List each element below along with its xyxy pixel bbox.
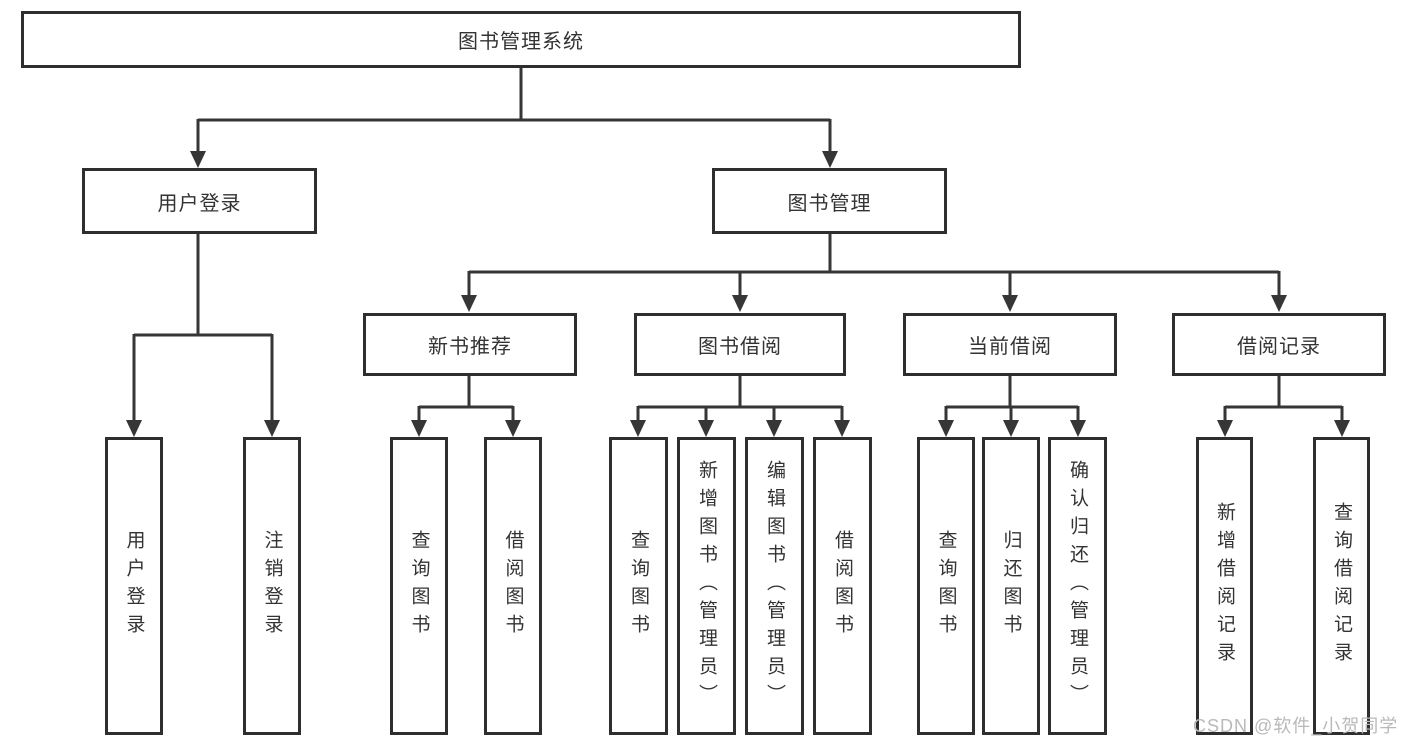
leaf-edit-book-admin: 编辑图书（管理员） <box>745 437 804 735</box>
node-book-borrowing: 图书借阅 <box>634 313 846 376</box>
node-book-borrowing-label: 图书借阅 <box>698 336 782 358</box>
leaf-query-books-recommend: 查询图书 <box>390 437 448 735</box>
leaf-confirm-return-admin: 确认归还（管理员） <box>1048 437 1107 735</box>
node-book-management: 图书管理 <box>712 168 947 234</box>
leaf-label: 确认归还（管理员） <box>1067 460 1088 712</box>
leaf-borrow-books-borrowing: 借阅图书 <box>813 437 872 735</box>
watermark: CSDN @软件_小贺同学 <box>1193 716 1399 736</box>
leaf-return-book: 归还图书 <box>982 437 1040 735</box>
leaf-label: 借阅图书 <box>502 530 524 642</box>
leaf-query-books-current: 查询图书 <box>917 437 975 735</box>
leaf-query-borrow-record: 查询借阅记录 <box>1313 437 1370 735</box>
leaf-user-login: 用户登录 <box>105 437 163 735</box>
leaf-label: 归还图书 <box>1000 530 1022 642</box>
leaf-label: 查询借阅记录 <box>1331 502 1352 670</box>
node-user-login-label: 用户登录 <box>157 192 242 215</box>
leaf-label: 查询图书 <box>628 530 649 642</box>
node-user-login: 用户登录 <box>82 168 317 234</box>
node-current-borrowing-label: 当前借阅 <box>968 336 1052 358</box>
leaf-borrow-books-recommend: 借阅图书 <box>484 437 542 735</box>
leaf-label: 注销登录 <box>261 530 283 642</box>
node-new-book-recommend-label: 新书推荐 <box>428 336 512 358</box>
leaf-logout: 注销登录 <box>243 437 301 735</box>
node-current-borrowing: 当前借阅 <box>903 313 1117 376</box>
node-borrow-records-label: 借阅记录 <box>1237 336 1321 358</box>
leaf-label: 借阅图书 <box>832 530 853 642</box>
node-new-book-recommend: 新书推荐 <box>363 313 577 376</box>
node-root-label: 图书管理系统 <box>458 31 584 53</box>
leaf-label: 查询图书 <box>935 530 957 642</box>
leaf-label: 用户登录 <box>123 530 145 642</box>
leaf-add-borrow-record: 新增借阅记录 <box>1196 437 1253 735</box>
leaf-label: 查询图书 <box>408 530 430 642</box>
leaf-label: 新增图书（管理员） <box>696 460 717 712</box>
node-root: 图书管理系统 <box>21 11 1021 68</box>
leaf-label: 新增借阅记录 <box>1214 502 1235 670</box>
leaf-label: 编辑图书（管理员） <box>764 460 785 712</box>
leaf-add-book-admin: 新增图书（管理员） <box>677 437 736 735</box>
node-borrow-records: 借阅记录 <box>1172 313 1386 376</box>
node-book-management-label: 图书管理 <box>787 192 872 215</box>
leaf-query-books-borrowing: 查询图书 <box>609 437 668 735</box>
